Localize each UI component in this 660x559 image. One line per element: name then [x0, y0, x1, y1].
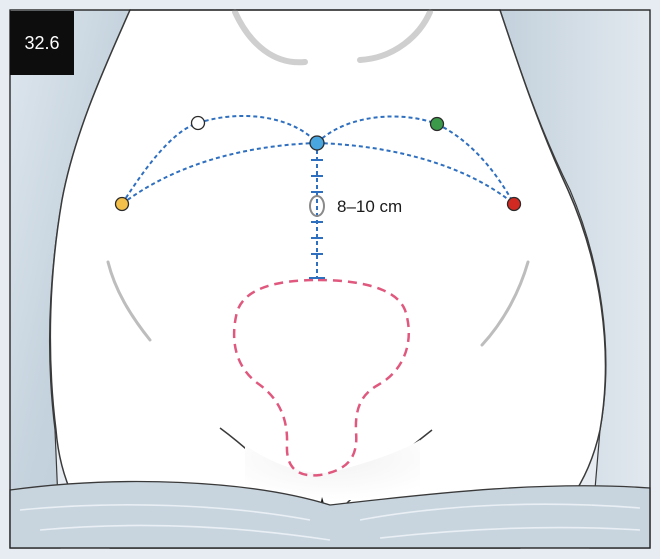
port-green: [431, 118, 444, 131]
port-red: [508, 198, 521, 211]
figure-number-badge: 32.6: [10, 11, 74, 75]
port-white: [192, 117, 205, 130]
port-camera-blue: [310, 136, 324, 150]
port-yellow: [116, 198, 129, 211]
measurement-label: 8–10 cm: [337, 197, 402, 217]
